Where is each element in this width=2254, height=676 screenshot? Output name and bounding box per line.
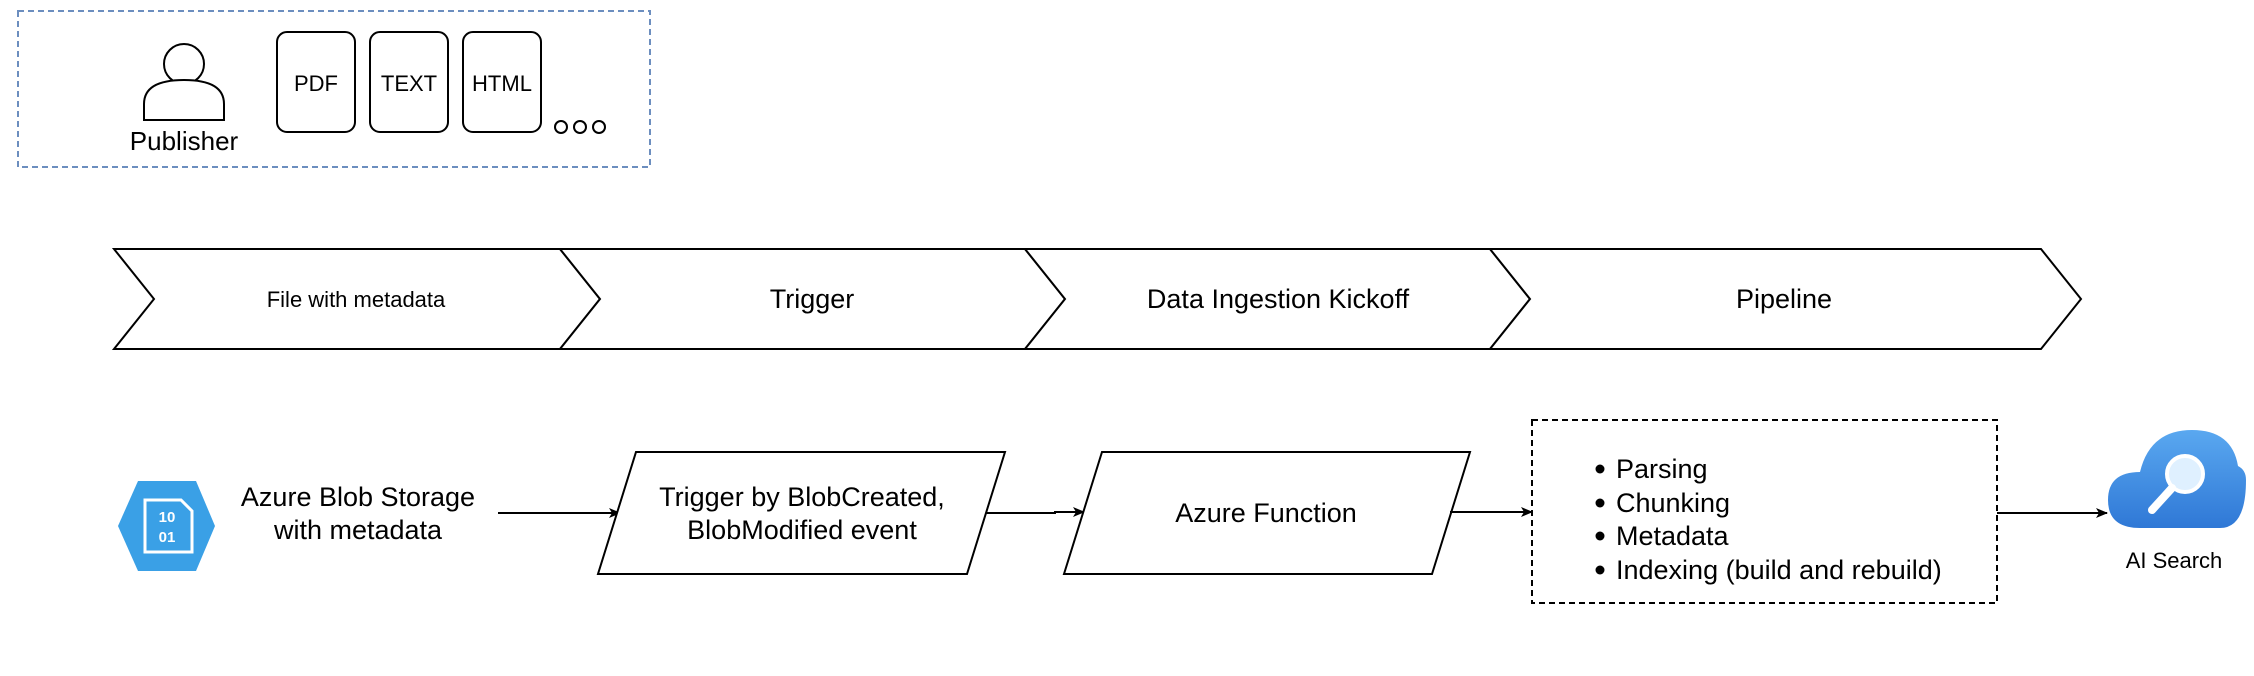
pipeline-step: Indexing (build and rebuild) [1616, 555, 1942, 585]
more-formats-ellipsis [554, 120, 606, 134]
pipeline-step: Chunking [1616, 488, 1730, 518]
blob-icon-text-2: 01 [159, 529, 176, 546]
stage-data-ingestion-kickoff: Data Ingestion Kickoff [1022, 248, 1532, 350]
format-html-label: HTML [472, 71, 532, 96]
stage-trigger: Trigger [557, 248, 1067, 350]
stage-pipeline: Pipeline [1487, 248, 2083, 350]
blob-icon-text-1: 10 [159, 509, 176, 526]
blob-storage-label-line2: with metadata [273, 515, 443, 545]
pipeline-step: Parsing [1616, 454, 1708, 484]
trigger-label-line1: Trigger by BlobCreated, [659, 482, 945, 512]
blob-storage-label-line1: Azure Blob Storage [241, 482, 475, 512]
pipeline-step: Metadata [1616, 521, 1730, 551]
ai-search-icon [2108, 430, 2246, 528]
publisher-group: Publisher PDF TEXT HTML [17, 10, 651, 168]
stage-label: Pipeline [1736, 284, 1832, 314]
arrow-trigger-to-function [986, 507, 1085, 517]
stage-label: File with metadata [267, 287, 446, 312]
publisher-icon [143, 43, 225, 121]
azure-blob-storage-icon: 10 01 [118, 481, 215, 571]
publisher-group-border [17, 10, 651, 168]
stage-chevrons: File with metadata Trigger Data Ingestio… [111, 248, 2083, 350]
publisher-label: Publisher [130, 126, 239, 156]
azure-function-node: Azure Function [1062, 451, 1472, 575]
format-text-label: TEXT [381, 71, 437, 96]
stage-label: Data Ingestion Kickoff [1147, 284, 1410, 314]
format-html: HTML [462, 31, 542, 133]
stage-file-with-metadata: File with metadata [111, 248, 602, 350]
azure-function-label: Azure Function [1175, 498, 1357, 528]
format-text: TEXT [369, 31, 449, 133]
ai-search-label: AI Search [2126, 548, 2223, 573]
format-pdf: PDF [276, 31, 356, 133]
stage-label: Trigger [770, 284, 855, 314]
pipeline-steps-box: Parsing Chunking Metadata Indexing (buil… [1531, 419, 1998, 604]
format-pdf-label: PDF [294, 71, 338, 96]
trigger-label-line2: BlobModified event [687, 515, 917, 545]
trigger-node: Trigger by BlobCreated, BlobModified eve… [596, 451, 1007, 575]
